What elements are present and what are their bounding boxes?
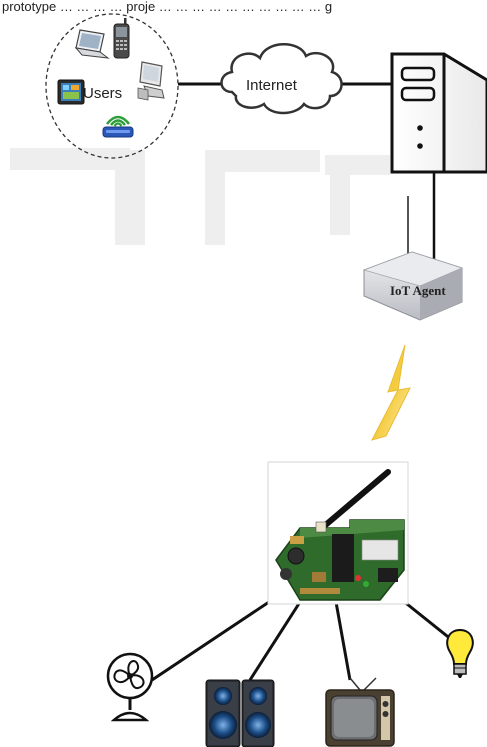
television-icon <box>325 677 395 747</box>
server-tower-icon <box>390 52 487 174</box>
users-dashed-boundary <box>45 13 179 159</box>
board-bulb-link <box>401 598 453 642</box>
speaker-left <box>205 679 241 747</box>
agent-label: IoT Agent <box>390 283 446 298</box>
board-speakers-link <box>248 601 302 681</box>
laptop-icon <box>74 29 110 59</box>
light-bulb-icon <box>446 628 474 678</box>
cloud-shape <box>220 43 343 115</box>
board-antenna <box>319 469 391 531</box>
internet-cloud: Internet <box>220 43 343 115</box>
internet-label: Internet <box>246 77 298 94</box>
fan-icon <box>106 652 154 722</box>
connection-lines <box>151 82 453 682</box>
tablet-icon <box>57 79 85 105</box>
users-group: Users <box>45 13 179 159</box>
users-label: Users <box>83 85 122 102</box>
speakers-icon <box>205 679 275 747</box>
watermark <box>10 148 390 245</box>
iot-board-icon <box>267 461 409 605</box>
header-text: prototype … … … … proje … … … … … … … … … <box>2 0 332 14</box>
mobile-phone-icon <box>113 18 130 59</box>
wireless-lightning-icon <box>371 344 411 441</box>
speaker-right <box>241 679 275 747</box>
board-tv-link <box>334 601 352 681</box>
wifi-router-icon <box>102 115 134 138</box>
board-fan-link <box>151 586 291 682</box>
desktop-icon <box>137 61 165 101</box>
iot-agent-device: IoT Agent <box>362 196 464 321</box>
